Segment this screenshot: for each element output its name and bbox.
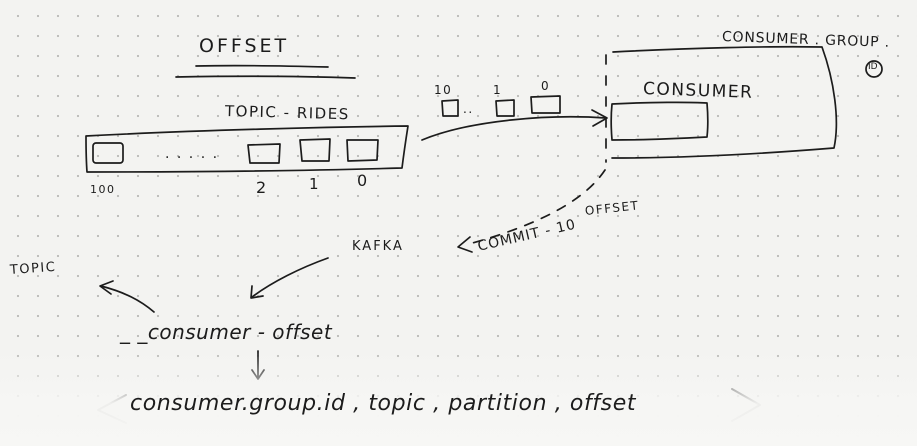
offset-key-format: consumer.group.id , topic , partition , … [130,391,637,416]
bottom-fade [0,351,917,446]
topic-side-label: TOPIC [9,259,57,278]
consumer-group-box [611,45,838,159]
topic-message-box [299,138,331,162]
consumer-label: CONSUMER [642,79,754,103]
topic-index-2: 2 [256,178,268,197]
consume-arrow [421,115,607,141]
topic-arrow [100,285,155,313]
topic-first-index: 100 [90,183,116,196]
internal-offsets-topic: _ _consumer - offset [120,320,333,344]
title-underline [195,64,329,68]
topic-index-0: 0 [357,171,369,190]
topic-message-box [92,142,124,164]
flight-message-box [441,99,459,117]
flight-message-box [495,99,515,117]
consumer-box [610,101,709,141]
diagram-title: OFFSET [199,35,290,57]
topic-label: TOPIC - RIDES [224,102,350,124]
topic-message-box [247,143,281,164]
topic-arrowhead [99,280,114,295]
kafka-label: KAFKA [352,239,404,254]
topic-index-1: 1 [309,175,321,193]
consumer-group-id: ID [868,62,878,72]
message-index-10: 10 [434,83,453,97]
consume-arrowhead [591,109,608,127]
topic-message-box [346,139,379,162]
kafka-arrowhead [250,285,264,299]
commit-arrowhead [457,236,473,253]
message-ellipsis: .. [463,102,474,116]
title-underline-2 [175,75,356,79]
topic-ellipsis: . . . . . [165,146,219,162]
message-index-1: 1 [493,83,503,97]
topic-bar [85,125,409,173]
group-id-circle [865,60,883,78]
kafka-arrow [251,257,329,298]
message-index-0: 0 [541,79,551,93]
flight-message-box [530,95,561,114]
